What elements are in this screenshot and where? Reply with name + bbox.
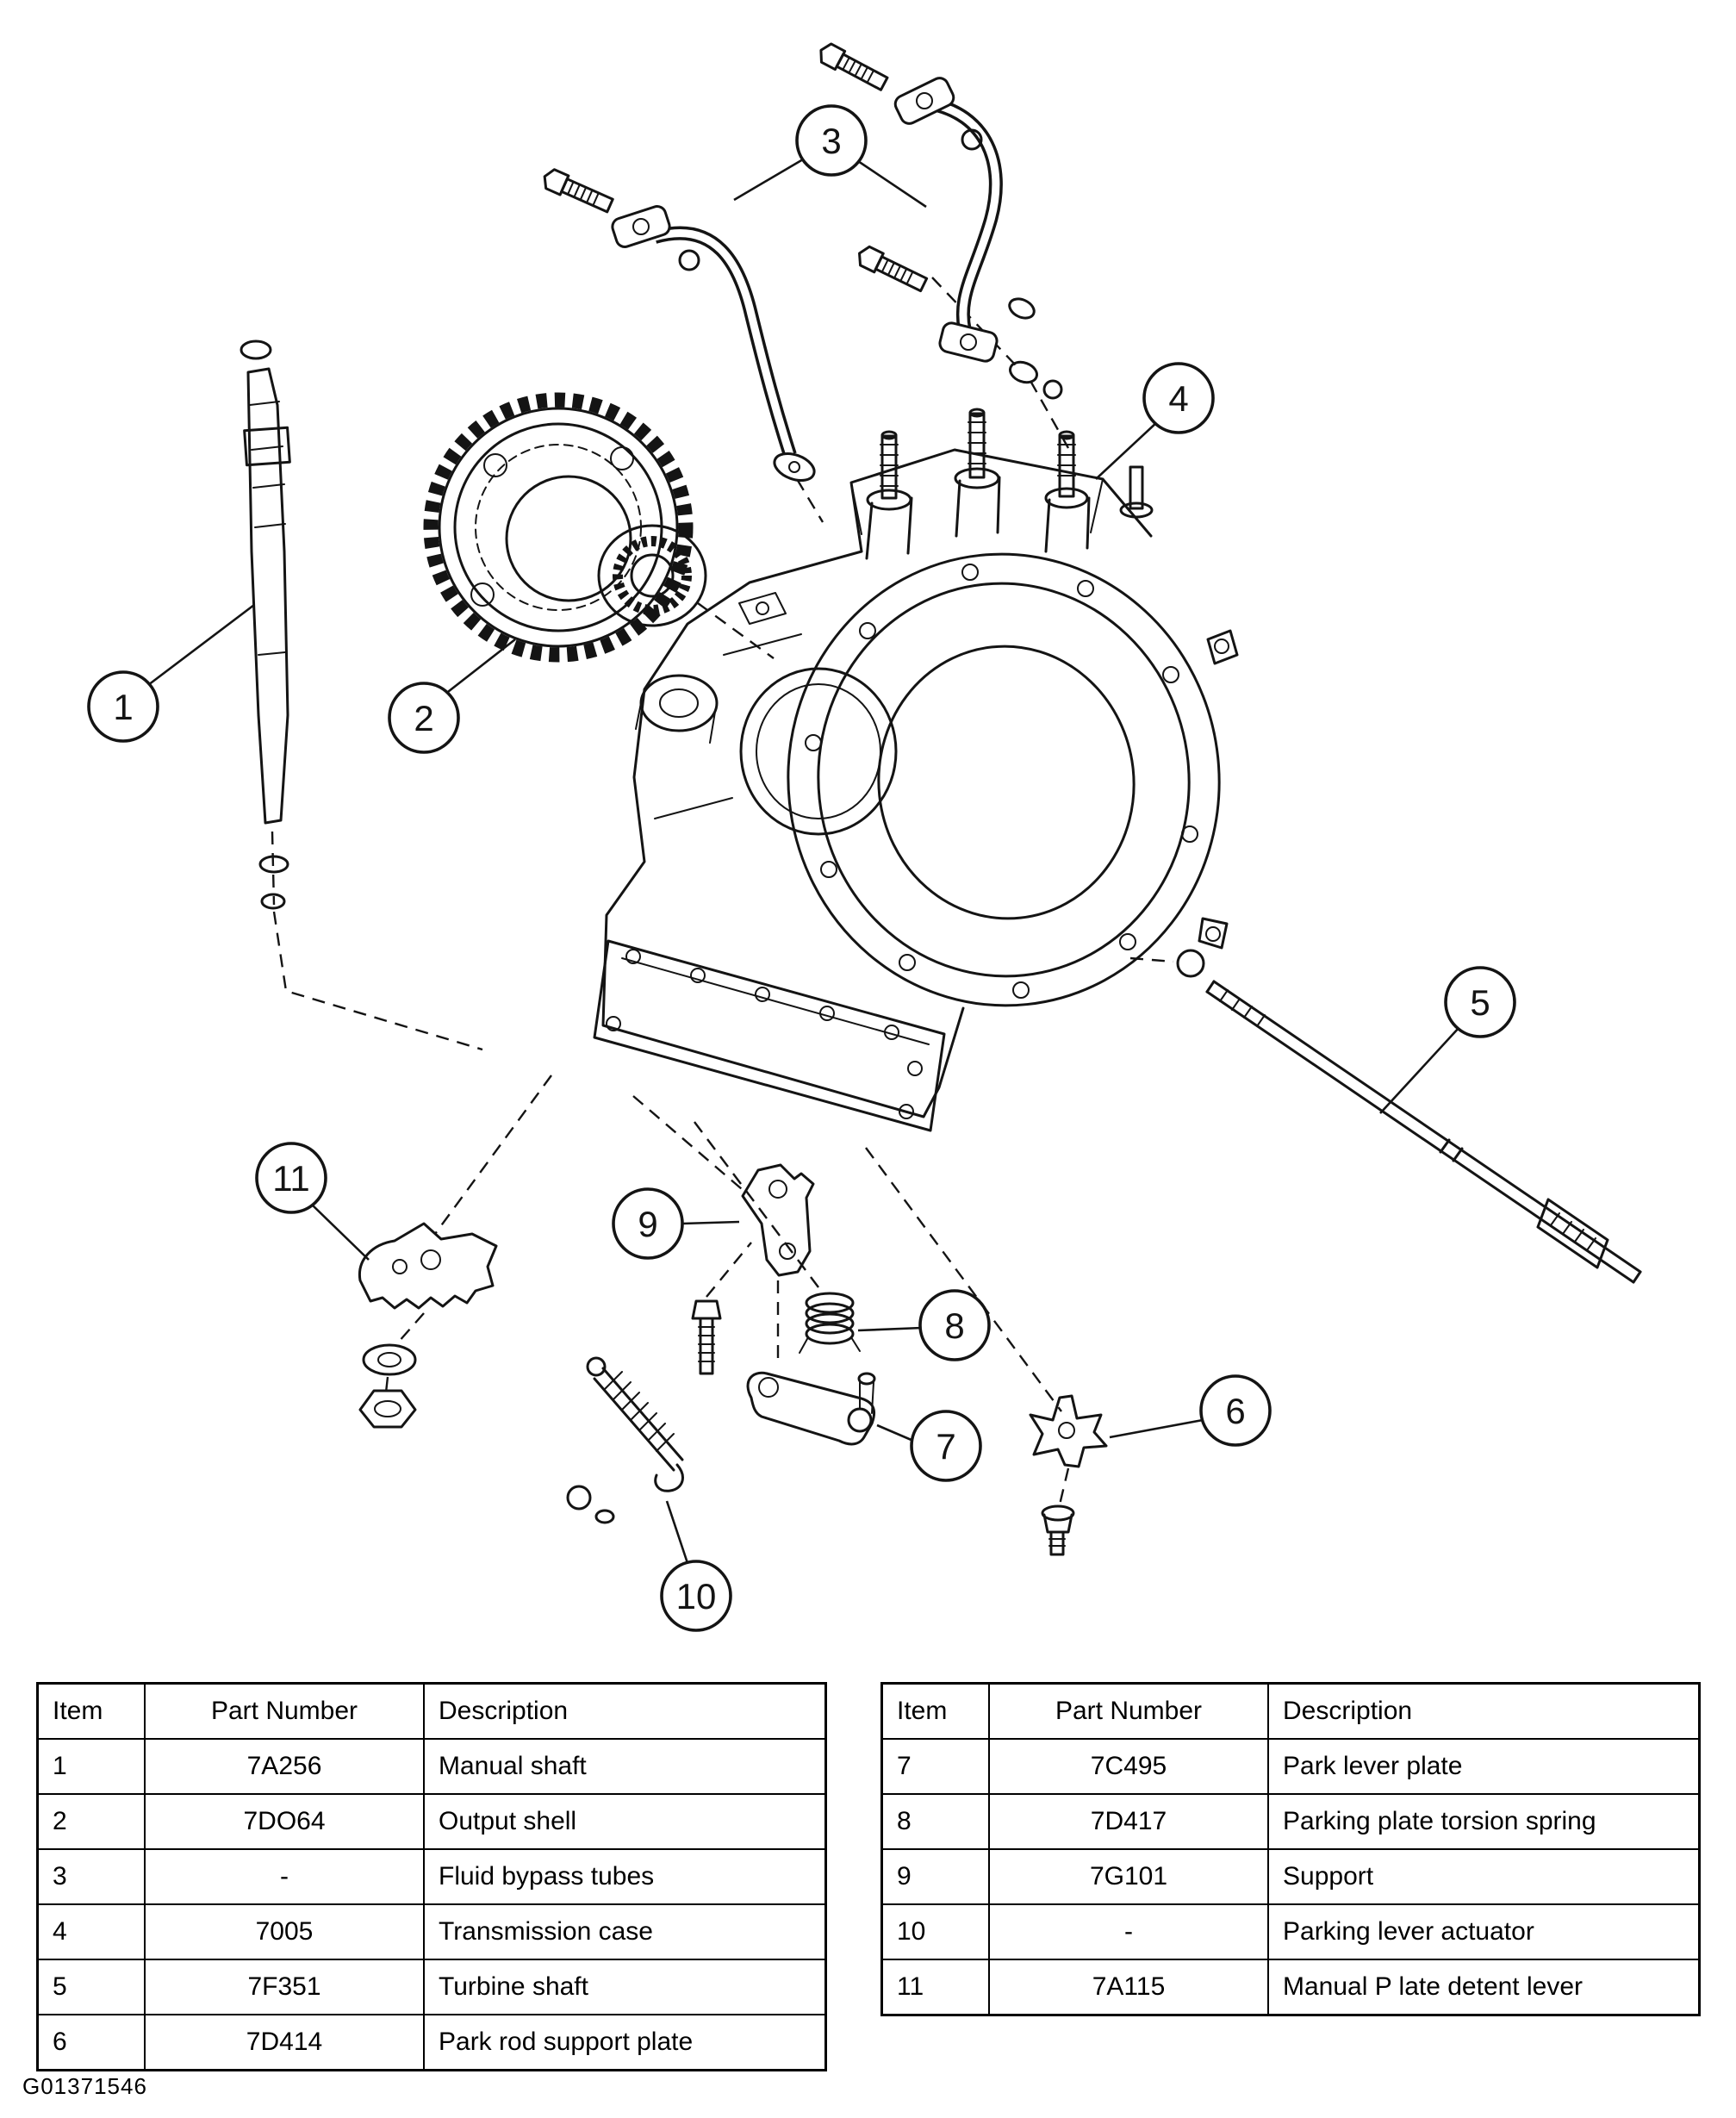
callout-8: 8: [857, 1289, 991, 1361]
park-lever-plate-part: [746, 1371, 876, 1446]
description-cell: Transmission case: [423, 1903, 827, 1960]
item-cell: 11: [880, 1959, 990, 2016]
description-cell: Turbine shaft: [423, 1959, 827, 2015]
callout-10-number: 10: [676, 1576, 717, 1617]
pan-bolt-holes: [606, 949, 923, 1119]
item-cell: 2: [36, 1793, 146, 1850]
callout-5-number: 5: [1470, 982, 1490, 1023]
item-cell: 6: [36, 2014, 146, 2071]
description-cell: Manual P late detent lever: [1267, 1959, 1701, 2016]
output-shell-part: [423, 392, 707, 663]
turbine-shaft-part: [1176, 949, 1642, 1284]
column-header: Description: [1267, 1682, 1701, 1740]
part-number-cell: 7D417: [988, 1793, 1269, 1850]
figure-id-label: G01371546: [22, 2073, 147, 2099]
description-cell: Park rod support plate: [423, 2014, 827, 2071]
description-cell: Output shell: [423, 1793, 827, 1850]
alignment-centerlines: [272, 277, 1174, 1412]
description-cell: Park lever plate: [1267, 1738, 1701, 1795]
column-header: Part Number: [144, 1682, 425, 1740]
callout-3: 3: [733, 104, 927, 209]
part-number-cell: 7A115: [988, 1959, 1269, 2016]
part-number-cell: 7005: [144, 1903, 425, 1960]
detent-lever-part: [358, 1222, 498, 1429]
park-rod-support-plate-part: [1029, 1394, 1108, 1556]
part-number-cell: 7DO64: [144, 1793, 425, 1850]
case-top-studs: [865, 408, 1154, 560]
callout-1-number: 1: [113, 687, 133, 727]
item-cell: 3: [36, 1848, 146, 1905]
callout-9-number: 9: [638, 1204, 657, 1244]
fluid-bypass-tubes-part: [543, 42, 1063, 483]
item-cell: 9: [880, 1848, 990, 1905]
callout-6-number: 6: [1225, 1391, 1245, 1431]
table-row: 3-Fluid bypass tubes: [36, 1848, 827, 1905]
description-cell: Parking lever actuator: [1267, 1903, 1701, 1960]
column-header: Description: [423, 1682, 827, 1740]
description-cell: Support: [1267, 1848, 1701, 1905]
parking-lever-actuator-part: [566, 1356, 684, 1524]
callout-11: 11: [255, 1142, 370, 1261]
part-number-cell: 7G101: [988, 1848, 1269, 1905]
support-part: [691, 1163, 815, 1375]
callout-2-number: 2: [414, 698, 433, 738]
bell-housing-bolt-holes: [805, 564, 1198, 999]
part-number-cell: 7F351: [144, 1959, 425, 2015]
callout-11-number: 11: [272, 1158, 310, 1199]
part-number-cell: 7C495: [988, 1738, 1269, 1795]
column-header: Item: [880, 1682, 990, 1740]
item-cell: 4: [36, 1903, 146, 1960]
callout-4-number: 4: [1168, 378, 1188, 419]
callout-5: 5: [1379, 966, 1516, 1114]
transmission-case-part: [593, 408, 1239, 1132]
item-cell: 5: [36, 1959, 146, 2015]
description-cell: Fluid bypass tubes: [423, 1848, 827, 1905]
description-cell: Manual shaft: [423, 1738, 827, 1795]
callout-6: 6: [1109, 1374, 1272, 1447]
torsion-spring-part: [799, 1292, 861, 1354]
callout-4: 4: [1095, 362, 1215, 480]
callout-7: 7: [876, 1410, 982, 1482]
part-number-cell: -: [144, 1848, 425, 1905]
part-number-cell: 7D414: [144, 2014, 425, 2071]
callout-1: 1: [87, 603, 255, 743]
description-cell: Parking plate torsion spring: [1267, 1793, 1701, 1850]
item-cell: 7: [880, 1738, 990, 1795]
column-header: Item: [36, 1682, 146, 1740]
item-cell: 10: [880, 1903, 990, 1960]
callout-3-number: 3: [821, 121, 841, 161]
item-cell: 8: [880, 1793, 990, 1850]
parts-diagram: 1 2 3 4 5 6 7 8 9: [87, 42, 1642, 1632]
callout-10: 10: [660, 1500, 732, 1632]
callout-7-number: 7: [936, 1426, 955, 1467]
manual-shaft-part: [240, 340, 291, 910]
callout-8-number: 8: [944, 1305, 964, 1346]
callout-2: 2: [388, 638, 516, 754]
part-number-cell: -: [988, 1903, 1269, 1960]
column-header: Part Number: [988, 1682, 1269, 1740]
part-number-cell: 7A256: [144, 1738, 425, 1795]
table-row: 10-Parking lever actuator: [880, 1903, 1701, 1960]
item-cell: 1: [36, 1738, 146, 1795]
callout-9: 9: [612, 1187, 740, 1260]
